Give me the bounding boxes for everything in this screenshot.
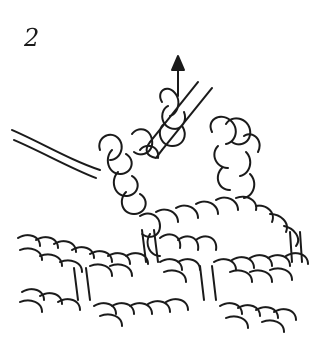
- crochet-hook-icon: [147, 82, 212, 158]
- lower-right-chain: [160, 253, 308, 282]
- stitch-posts: [74, 230, 302, 300]
- upper-chain-right: [211, 117, 260, 198]
- working-yarn: [12, 130, 100, 178]
- middle-chain-mesh: [140, 197, 298, 256]
- lower-left-chain: [18, 235, 148, 276]
- pull-up-arrow-icon: [172, 56, 184, 96]
- foundation-chain: [20, 289, 296, 332]
